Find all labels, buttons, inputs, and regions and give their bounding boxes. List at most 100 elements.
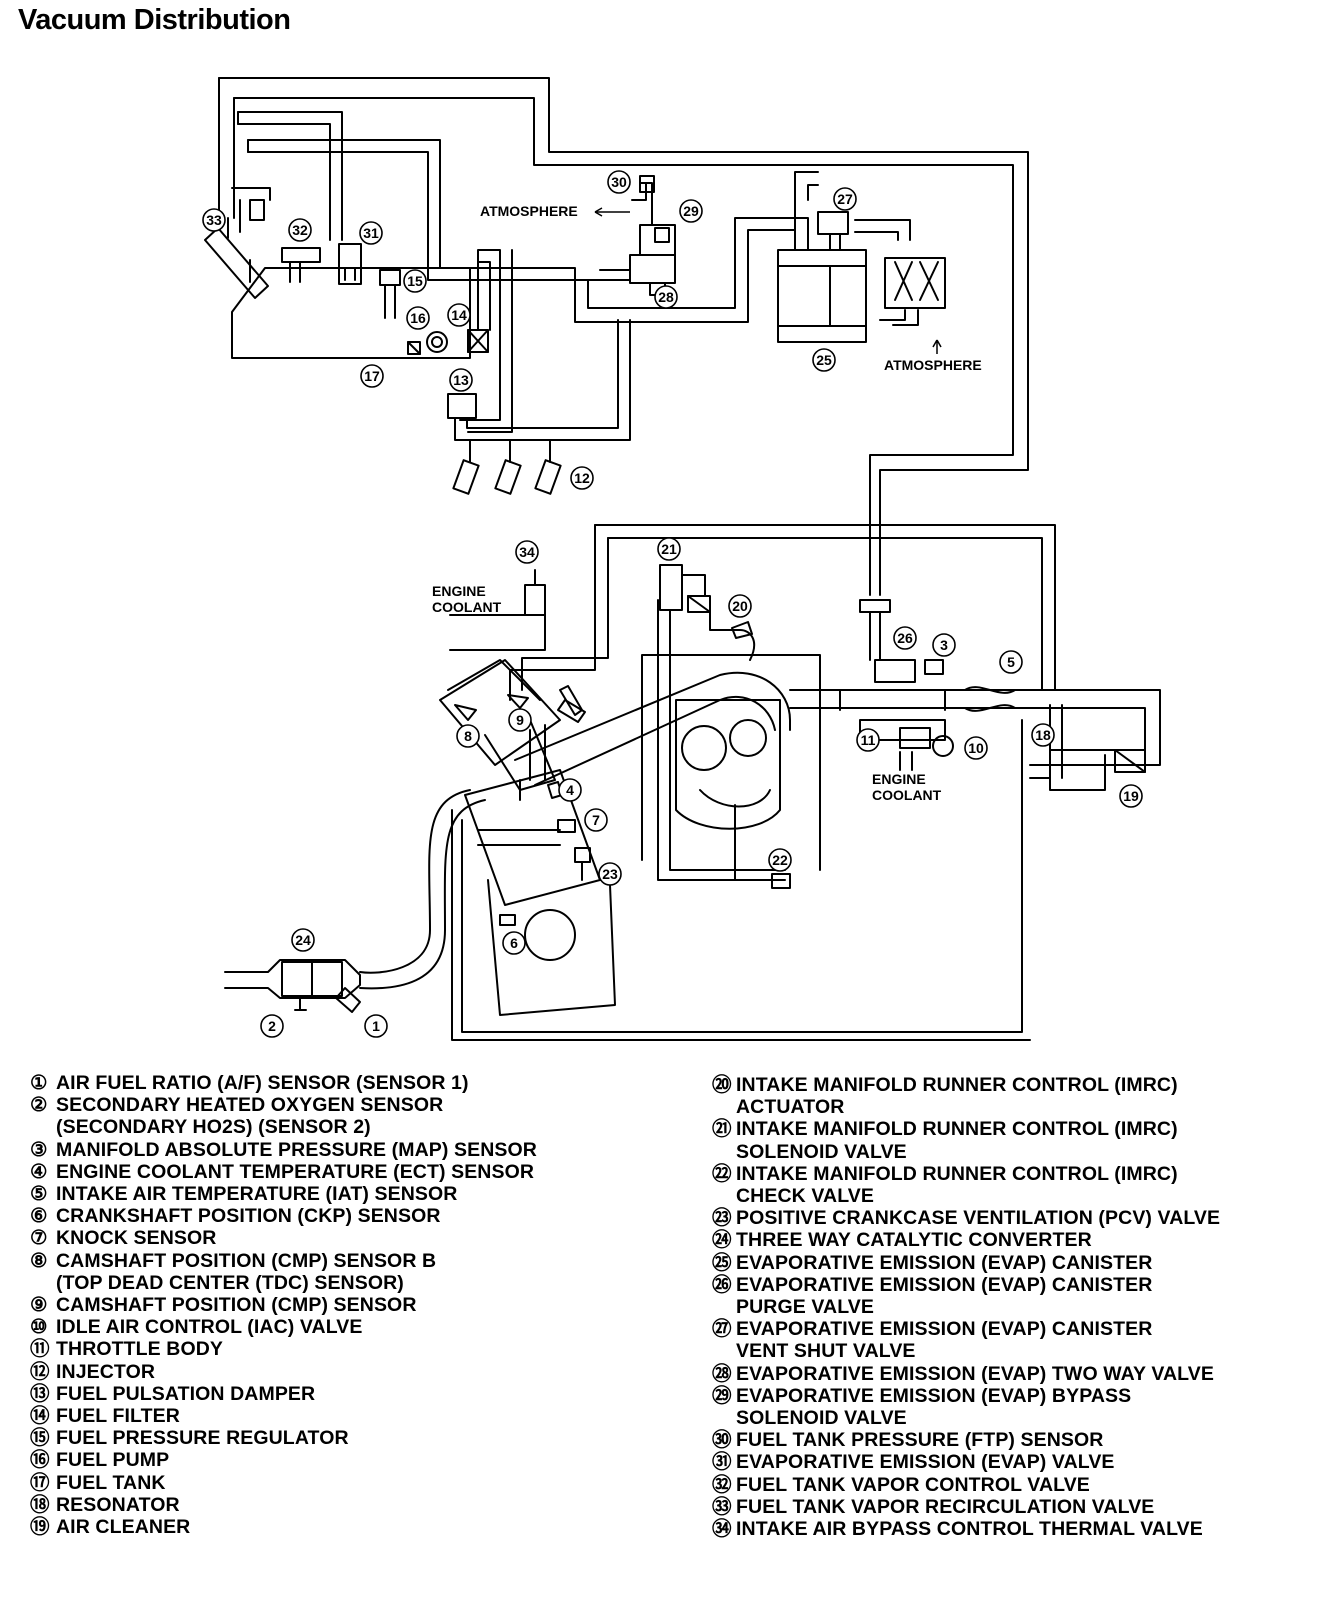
callout-5: 5 [999,650,1023,674]
callout-circle [893,626,917,650]
atmosphere-label-right: ATMOSPHERE [884,357,982,373]
callout-number: 14 [451,307,467,323]
legend-number: ⑰ [30,1471,50,1494]
legend-number: ㉓ [712,1207,732,1230]
callout-30: 30 [607,170,631,194]
legend-text: MANIFOLD ABSOLUTE PRESSURE (MAP) SENSOR [56,1138,537,1161]
legend-number: ⑦ [30,1227,48,1250]
callout-8: 8 [456,724,480,748]
callout-number: 7 [592,812,600,828]
legend-text: FUEL TANK VAPOR RECIRCULATION VALVE [736,1495,1155,1518]
callout-number: 13 [453,372,469,388]
legend-number: ⑱ [30,1493,50,1516]
callout-6: 6 [502,931,526,955]
callout-33: 33 [202,208,226,232]
callout-circle [202,208,226,232]
callout-circle [291,928,315,952]
injector-3 [534,459,562,495]
legend-number: ㉜ [712,1473,732,1496]
callout-circle [1031,723,1055,747]
callout-27: 27 [833,187,857,211]
exhaust-and-catalytic-converter [224,789,486,1013]
legend-text: SECONDARY HEATED OXYGEN SENSOR (SECONDAR… [56,1094,444,1139]
legend-number: ⑮ [30,1427,50,1450]
intake-manifold [514,671,1161,830]
callout-circle [447,303,471,327]
vacuum-hose-upper-network [218,77,1029,596]
legend-number: ㉙ [712,1384,732,1407]
legend-text: FUEL TANK PRESSURE (FTP) SENSOR [736,1429,1104,1452]
callout-circle [359,221,383,245]
injector-1 [452,459,480,495]
legend-text: THREE WAY CATALYTIC CONVERTER [736,1229,1092,1252]
callout-31: 31 [359,221,383,245]
legend-number: ㉖ [712,1273,732,1296]
callout-number: 15 [407,273,423,289]
callout-number: 28 [658,289,674,305]
callout-circle [679,199,703,223]
callout-3: 3 [932,633,956,657]
callout-23: 23 [598,862,622,886]
callout-circle [449,368,473,392]
callout-circle [1119,784,1143,808]
callout-18: 18 [1031,723,1055,747]
legend-number: ⑥ [30,1205,48,1228]
callout-number: 4 [566,782,574,798]
callout-number: 6 [510,935,518,951]
vacuum-distribution-diagram: ATMOSPHERE ATMOSPHERE ENGINE COOLANT ENG… [202,77,1161,1041]
engine-coolant-label-right-line-1: ENGINE [872,771,926,787]
callout-circle [856,728,880,752]
evap-two-way-valve-group [629,175,676,296]
legend-number: ④ [30,1160,48,1183]
legend-text: INTAKE MANIFOLD RUNNER CONTROL (IMRC) CH… [736,1162,1178,1208]
callout-number: 25 [816,352,832,368]
callout-circle [607,170,631,194]
vacuum-hose-lower-network [449,524,1056,1041]
legend-text: FUEL PRESSURE REGULATOR [56,1427,349,1450]
legend-text: INTAKE MANIFOLD RUNNER CONTROL (IMRC) SO… [736,1118,1178,1163]
callout-number: 5 [1007,654,1015,670]
engine-coolant-label-right-line-2: COOLANT [872,787,942,803]
legend-number: ⑯ [30,1449,50,1472]
legend-number: ⑧ [30,1249,48,1272]
callout-number: 1 [372,1018,380,1034]
legend-text: EVAPORATIVE EMISSION (EVAP) BYPASS SOLEN… [736,1384,1132,1430]
callout-number: 20 [732,598,748,614]
legend-text: POSITIVE CRANKCASE VENTILATION (PCV) VAL… [736,1207,1221,1230]
callout-13: 13 [449,368,473,392]
callout-number: 12 [574,470,590,486]
callout-circle [584,808,608,832]
legend-number: ㉑ [712,1118,732,1141]
legend-item: ⑱ RESONATOR [30,1494,670,1516]
callout-number: 17 [364,368,380,384]
callout-number: 22 [772,852,788,868]
legend-text: INTAKE MANIFOLD RUNNER CONTROL (IMRC) AC… [736,1074,1178,1119]
legend-text: RESONATOR [56,1493,180,1516]
callout-circle [999,650,1023,674]
legend-text: CAMSHAFT POSITION (CMP) SENSOR [56,1294,417,1317]
callout-12: 12 [570,466,594,490]
fuel-tank [204,187,501,359]
callout-number: 23 [602,866,618,882]
callout-number: 21 [661,541,677,557]
legend-number: ③ [30,1138,48,1161]
callout-circle [728,594,752,618]
callout-circle [406,306,430,330]
callout-circle [932,633,956,657]
legend-number: ㉘ [712,1362,732,1385]
callout-number: 29 [683,203,699,219]
callout-number: 10 [968,740,984,756]
callout-21: 21 [657,537,681,561]
